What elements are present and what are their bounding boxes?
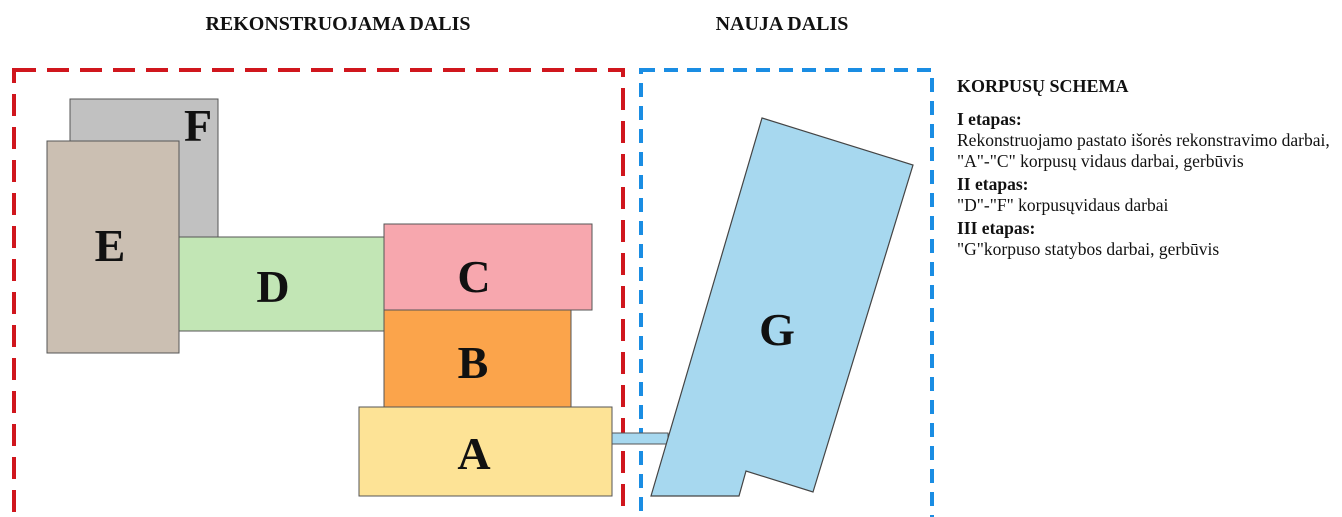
block-e-label: E bbox=[95, 220, 126, 271]
stage-1-description: Rekonstruojamo pastato išorės rekonstrav… bbox=[957, 130, 1330, 171]
stage-1-title: I etapas: bbox=[957, 109, 1022, 129]
block-f-label: F bbox=[184, 100, 212, 151]
reconstructed-part-boundary bbox=[12, 68, 625, 517]
block-a bbox=[358, 406, 613, 497]
legend-title: KORPUSŲ SCHEMA bbox=[957, 76, 1129, 96]
stage-1: I etapas: Rekonstruojamo pastato išorės … bbox=[957, 109, 1342, 172]
stage-3: III etapas: "G"korpuso statybos darbai, … bbox=[957, 218, 1342, 260]
stage-3-description: "G"korpuso statybos darbai, gerbūvis bbox=[957, 239, 1220, 259]
block-d bbox=[178, 236, 385, 332]
block-b-label: B bbox=[458, 337, 489, 388]
block-e bbox=[46, 140, 180, 354]
new-part-boundary bbox=[639, 68, 934, 517]
schema-legend: KORPUSŲ SCHEMA I etapas: Rekonstruojamo … bbox=[957, 76, 1342, 262]
reconstructed-part-title: REKONSTRUOJAMA DALIS bbox=[205, 13, 470, 35]
block-d-label: D bbox=[256, 261, 289, 312]
stage-2-description: "D"-"F" korpusųvidaus darbai bbox=[957, 195, 1169, 215]
block-c bbox=[383, 223, 593, 311]
block-g bbox=[650, 117, 914, 497]
block-b bbox=[383, 309, 572, 408]
new-part-title: NAUJA DALIS bbox=[716, 13, 849, 35]
corridor-a-g bbox=[611, 432, 669, 445]
stage-2: II etapas: "D"-"F" korpusųvidaus darbai bbox=[957, 174, 1342, 216]
block-g-label: G bbox=[759, 304, 795, 355]
block-c-label: C bbox=[457, 251, 490, 302]
stage-2-title: II etapas: bbox=[957, 174, 1029, 194]
block-a-label: A bbox=[457, 428, 490, 479]
stage-3-title: III etapas: bbox=[957, 218, 1036, 238]
